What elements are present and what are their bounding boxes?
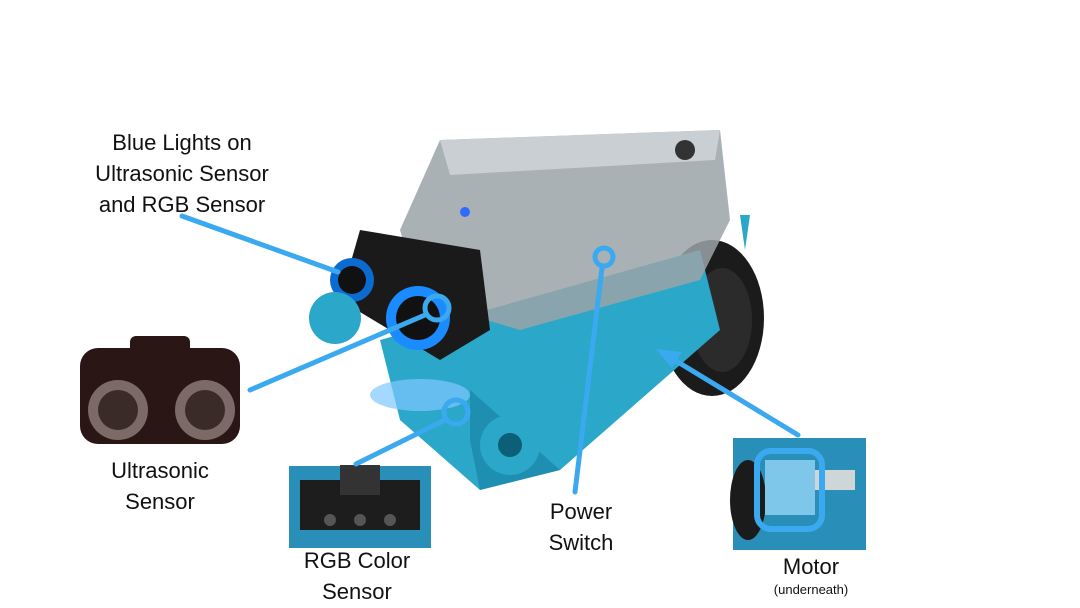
label-line: Blue Lights on: [112, 130, 252, 155]
label-rgb: RGB Color Sensor: [304, 545, 410, 607]
label-line: Sensor: [125, 489, 195, 514]
motor-arrowhead-icon: [656, 349, 682, 368]
label-line: Power: [549, 499, 613, 524]
rgb-callout: [353, 417, 448, 467]
power-callout: [572, 265, 605, 495]
ultrasonic-callout: [247, 312, 428, 393]
label-power: Power Switch: [549, 496, 614, 558]
motor-image: [730, 438, 866, 550]
label-line: Sensor: [322, 579, 392, 604]
label-note: (underneath): [773, 582, 849, 597]
label-line: Motor: [782, 554, 840, 579]
blue-lights-callout: [179, 213, 341, 275]
motor-callout: [665, 353, 801, 438]
label-line: RGB Color: [303, 548, 411, 573]
ultrasonic-sensor-image: [80, 336, 240, 444]
robot-image: [309, 130, 764, 490]
label-motor: Motor (underneath): [774, 551, 848, 598]
label-line: and RGB Sensor: [98, 192, 266, 217]
label-blue-lights: Blue Lights on Ultrasonic Sensor and RGB…: [95, 127, 269, 220]
label-line: Ultrasonic Sensor: [95, 161, 269, 186]
label-line: Switch: [548, 530, 614, 555]
ultrasonic-callout-circle: [422, 293, 452, 323]
label-ultrasonic: Ultrasonic Sensor: [111, 455, 209, 517]
rgb-sensor-image: [289, 465, 431, 548]
rgb-callout-circle: [441, 397, 471, 427]
power-callout-circle: [592, 245, 616, 269]
callout-lines: [179, 213, 801, 495]
label-line: Ultrasonic: [111, 458, 209, 483]
